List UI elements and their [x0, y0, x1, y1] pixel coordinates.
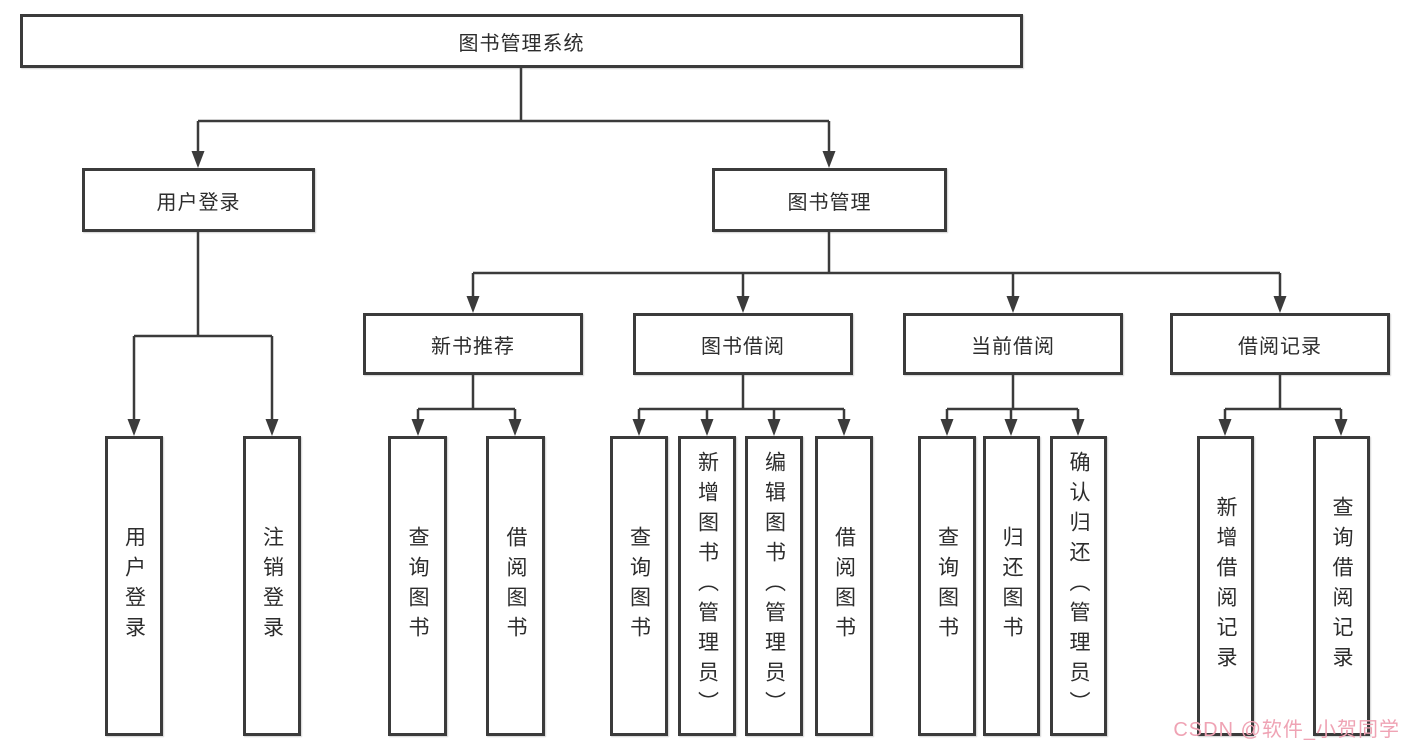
node-label: 新增借阅记录 [1214, 496, 1237, 676]
csdn-watermark: CSDN @软件_小贺同学 [1173, 719, 1400, 741]
node-book-management: 图书管理 [712, 168, 947, 232]
node-label: 注销登录 [260, 526, 284, 646]
connector-segments [132, 68, 1343, 420]
node-label: 新书推荐 [431, 335, 515, 358]
leaf-query-books-current: 查询图书 [918, 436, 976, 736]
leaf-user-login: 用户登录 [105, 436, 163, 736]
node-label: 查询借阅记录 [1330, 496, 1353, 676]
leaf-borrow-books-recommend: 借阅图书 [486, 436, 545, 736]
node-label: 确认归还（管理员） [1067, 451, 1090, 721]
leaf-query-books-recommend: 查询图书 [388, 436, 447, 736]
node-label: 编辑图书（管理员） [762, 451, 786, 721]
node-label: 图书管理 [787, 191, 872, 214]
node-label: 借阅图书 [504, 526, 527, 646]
arrowheads [127, 151, 1348, 436]
leaf-query-borrow-record: 查询借阅记录 [1313, 436, 1370, 736]
node-label: 用户登录 [156, 191, 241, 214]
node-label: 借阅图书 [832, 526, 856, 646]
node-user-login: 用户登录 [82, 168, 315, 232]
node-label: 图书管理系统 [458, 32, 585, 55]
leaf-add-borrow-record: 新增借阅记录 [1197, 436, 1254, 736]
node-book-borrowing: 图书借阅 [633, 313, 853, 375]
leaf-query-books-borrow: 查询图书 [610, 436, 668, 736]
node-borrowing-records: 借阅记录 [1170, 313, 1390, 375]
node-new-book-recommend: 新书推荐 [363, 313, 583, 375]
node-label: 归还图书 [1000, 526, 1023, 646]
leaf-confirm-return-admin: 确认归还（管理员） [1050, 436, 1107, 736]
node-label: 新增图书（管理员） [695, 451, 719, 721]
node-current-borrowing: 当前借阅 [903, 313, 1123, 375]
leaf-return-books: 归还图书 [983, 436, 1040, 736]
node-label: 图书借阅 [701, 335, 785, 358]
node-label: 当前借阅 [971, 335, 1055, 358]
leaf-borrow-books: 借阅图书 [815, 436, 873, 736]
leaf-logout: 注销登录 [243, 436, 301, 736]
node-label: 查询图书 [406, 526, 429, 646]
leaf-add-books-admin: 新增图书（管理员） [678, 436, 736, 736]
node-label: 查询图书 [627, 526, 651, 646]
node-label: 借阅记录 [1238, 335, 1322, 358]
leaf-edit-books-admin: 编辑图书（管理员） [745, 436, 803, 736]
node-label: 用户登录 [122, 526, 146, 646]
node-label: 查询图书 [935, 526, 959, 646]
node-library-system: 图书管理系统 [20, 14, 1023, 68]
